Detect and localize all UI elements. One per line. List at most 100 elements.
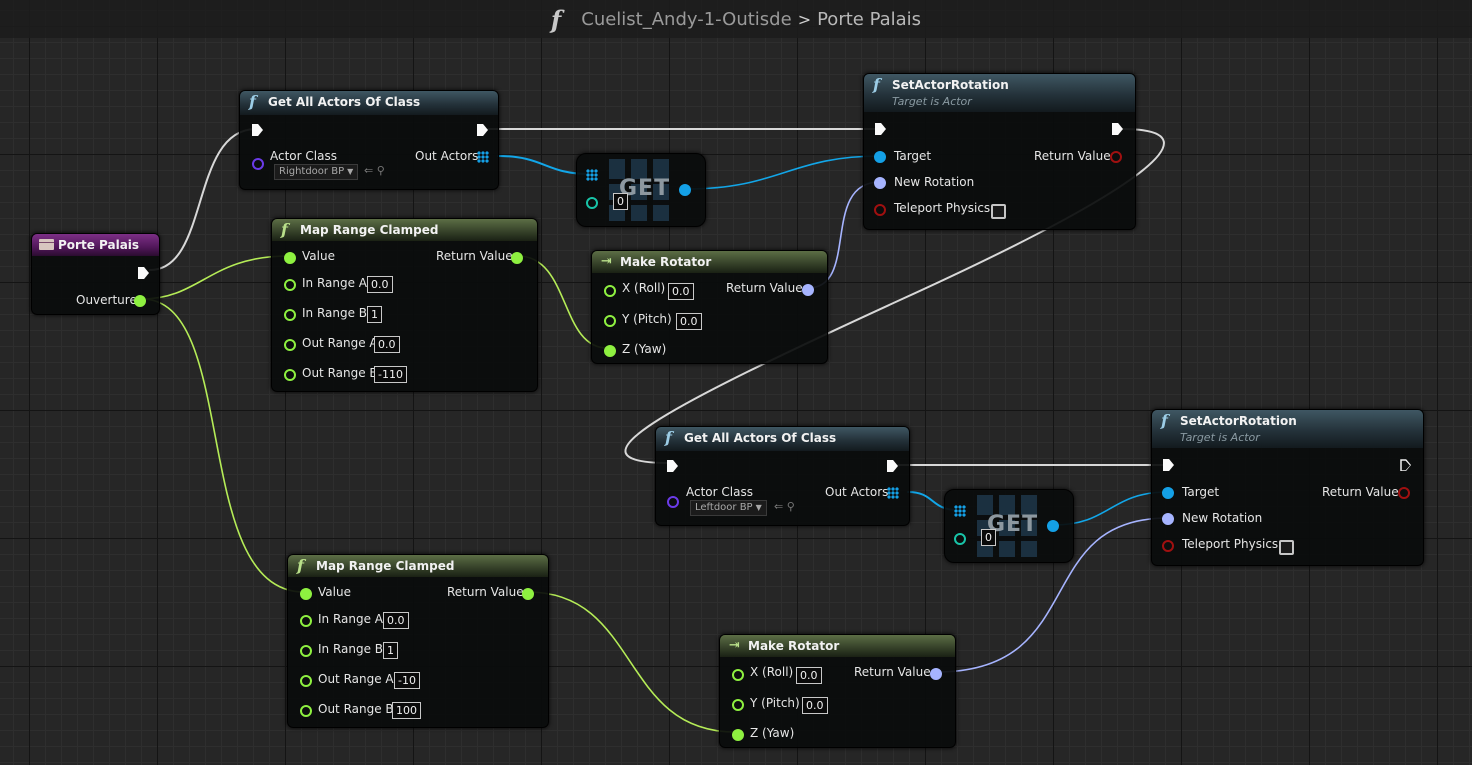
actor-class-pin[interactable] (252, 158, 264, 170)
actor-class-label: Actor Class (686, 485, 753, 499)
array-in-pin[interactable] (954, 505, 966, 517)
out-range-b-label: Out Range B (318, 702, 394, 716)
value-pin[interactable] (300, 588, 312, 600)
x-roll-pin[interactable] (604, 285, 616, 297)
x-roll-field[interactable]: 0.0 (796, 667, 822, 684)
in-range-b-field[interactable]: 1 (383, 642, 398, 659)
float-wire-ouverture-to-map2 (141, 298, 305, 593)
in-range-a-field[interactable]: 0.0 (367, 276, 393, 293)
actor-class-dropdown[interactable]: Leftdoor BP▼ (690, 500, 767, 516)
exec-out-pin[interactable] (887, 460, 898, 472)
out-range-a-pin[interactable] (300, 675, 312, 687)
return-value-pin[interactable] (802, 284, 814, 296)
return-value-label: Return Value (436, 249, 513, 263)
new-rotation-pin[interactable] (1162, 513, 1174, 525)
out-range-a-field[interactable]: 0.0 (374, 336, 400, 353)
z-yaw-pin[interactable] (732, 729, 744, 741)
teleport-physics-pin[interactable] (1162, 540, 1174, 552)
breadcrumb-parent[interactable]: Cuelist_Andy-1-Outisde (581, 8, 792, 30)
y-pitch-pin[interactable] (732, 699, 744, 711)
return-value-pin[interactable] (1110, 151, 1122, 163)
get-all-actors-node-1[interactable]: f Get All Actors Of Class Actor Class Ri… (239, 90, 499, 190)
exec-in-pin[interactable] (875, 123, 886, 135)
map-range-clamped-node-1[interactable]: f Map Range Clamped Value Return Value I… (271, 218, 538, 392)
in-range-b-field[interactable]: 1 (367, 306, 382, 323)
event-node-porte-palais[interactable]: Porte Palais Ouverture (31, 233, 160, 315)
make-rotator-node-1[interactable]: ⇥ Make Rotator X (Roll) 0.0 Return Value… (591, 250, 828, 364)
node-header: f Map Range Clamped (288, 555, 548, 577)
in-range-a-pin[interactable] (300, 615, 312, 627)
exec-out-pin[interactable] (138, 267, 149, 279)
node-header: ⇥ Make Rotator (720, 635, 955, 657)
return-value-pin[interactable] (1398, 487, 1410, 499)
index-field[interactable]: 0 (613, 193, 628, 210)
y-pitch-pin[interactable] (604, 315, 616, 327)
get-output-pin[interactable] (1047, 520, 1059, 532)
array-in-pin[interactable] (586, 169, 598, 181)
x-roll-pin[interactable] (732, 669, 744, 681)
actor-class-pin[interactable] (667, 496, 679, 508)
map-range-clamped-node-2[interactable]: f Map Range Clamped Value Return Value I… (287, 554, 549, 728)
exec-out-pin[interactable] (477, 124, 488, 136)
array-get-node-1[interactable]: GET 0 (576, 153, 706, 227)
index-field[interactable]: 0 (981, 529, 996, 546)
target-pin[interactable] (1162, 487, 1174, 499)
get-output-pin[interactable] (679, 184, 691, 196)
new-rotation-pin[interactable] (874, 177, 886, 189)
function-icon: f (297, 556, 304, 575)
out-range-b-label: Out Range B (302, 366, 378, 380)
exec-in-pin[interactable] (1163, 459, 1174, 471)
exec-in-pin[interactable] (252, 124, 263, 136)
return-value-pin[interactable] (522, 588, 534, 600)
array-pin[interactable] (887, 487, 899, 499)
chevron-down-icon: ▼ (347, 167, 354, 176)
value-pin[interactable] (284, 252, 296, 264)
index-pin[interactable] (586, 197, 598, 209)
z-yaw-label: Z (Yaw) (622, 342, 667, 356)
return-value-label: Return Value (447, 585, 524, 599)
actor-class-dropdown[interactable]: Rightdoor BP▼ (274, 164, 359, 180)
in-range-b-pin[interactable] (284, 309, 296, 321)
get-all-actors-node-2[interactable]: f Get All Actors Of Class Actor Class Le… (655, 426, 910, 526)
out-range-b-pin[interactable] (300, 705, 312, 717)
array-get-node-2[interactable]: GET 0 (944, 489, 1074, 563)
y-pitch-field[interactable]: 0.0 (676, 313, 702, 330)
exec-out-pin[interactable] (1400, 459, 1411, 471)
x-roll-field[interactable]: 0.0 (668, 283, 694, 300)
out-range-a-label: Out Range A (318, 672, 394, 686)
exec-wire-setrot1-to-getactors2 (624, 128, 1165, 464)
value-label: Value (318, 585, 351, 599)
new-rotation-label: New Rotation (894, 175, 975, 189)
node-title: Map Range Clamped (316, 559, 455, 573)
target-pin[interactable] (874, 151, 886, 163)
teleport-physics-checkbox[interactable] (1279, 540, 1294, 555)
return-value-pin[interactable] (511, 252, 523, 264)
out-range-b-pin[interactable] (284, 369, 296, 381)
teleport-physics-pin[interactable] (874, 204, 886, 216)
z-yaw-pin[interactable] (604, 345, 616, 357)
return-value-pin[interactable] (930, 668, 942, 680)
actor-class-value: Leftdoor BP (695, 502, 753, 513)
function-icon: f (873, 75, 880, 94)
ouverture-pin[interactable] (134, 295, 146, 307)
return-value-label: Return Value (726, 281, 803, 295)
out-range-b-field[interactable]: -110 (374, 366, 407, 383)
index-pin[interactable] (954, 533, 966, 545)
exec-out-pin[interactable] (1112, 123, 1123, 135)
y-pitch-field[interactable]: 0.0 (802, 697, 828, 714)
teleport-physics-checkbox[interactable] (991, 204, 1006, 219)
set-actor-rotation-node-1[interactable]: f SetActorRotation Target is Actor Targe… (863, 73, 1136, 230)
array-pin[interactable] (477, 151, 489, 163)
browse-icons[interactable]: ⇐ ⚲ (774, 500, 795, 513)
exec-in-pin[interactable] (667, 460, 678, 472)
browse-icons[interactable]: ⇐ ⚲ (364, 164, 385, 177)
make-rotator-node-2[interactable]: ⇥ Make Rotator X (Roll) 0.0 Return Value… (719, 634, 956, 748)
in-range-a-field[interactable]: 0.0 (383, 612, 409, 629)
set-actor-rotation-node-2[interactable]: f SetActorRotation Target is Actor Targe… (1151, 409, 1424, 566)
in-range-a-pin[interactable] (284, 279, 296, 291)
in-range-b-pin[interactable] (300, 645, 312, 657)
out-range-a-pin[interactable] (284, 339, 296, 351)
y-pitch-label: Y (Pitch) (622, 312, 672, 326)
out-range-a-field[interactable]: -10 (394, 672, 420, 689)
out-range-b-field[interactable]: 100 (392, 702, 421, 719)
